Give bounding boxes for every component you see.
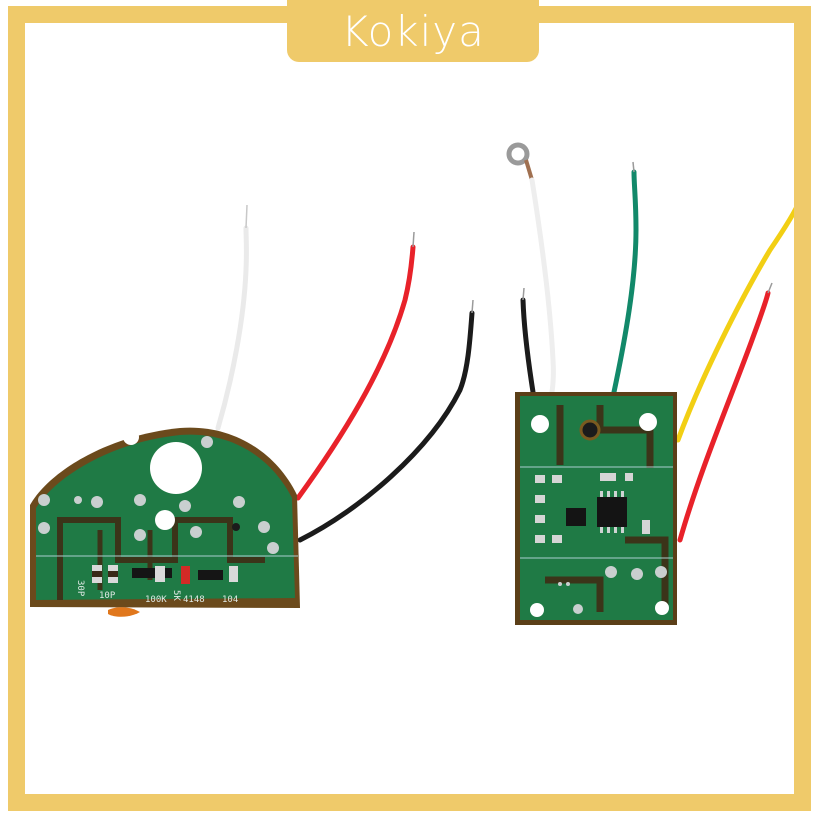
black-wire <box>520 297 536 395</box>
green-wire <box>611 169 639 395</box>
brand-banner: Kokiya <box>287 0 539 62</box>
svg-text:104: 104 <box>222 595 238 605</box>
left-board-pcb: 30P 10P 100K 5K 4148 104 <box>30 427 300 617</box>
svg-text:4148: 4148 <box>183 595 205 605</box>
white-wire <box>215 225 249 431</box>
svg-text:5K: 5K <box>171 590 181 601</box>
svg-text:100K: 100K <box>145 595 167 605</box>
white-wire <box>529 177 556 395</box>
image-border-frame <box>8 6 811 811</box>
red-wire <box>295 244 416 501</box>
yellow-wire <box>675 197 803 443</box>
svg-text:10P: 10P <box>99 591 116 601</box>
svg-text:30P: 30P <box>75 580 85 597</box>
brand-name: Kokiya <box>341 6 485 56</box>
black-wire <box>297 310 475 543</box>
left-board-wires <box>215 204 475 543</box>
ring-terminal <box>506 142 530 166</box>
right-board-wires <box>506 142 803 543</box>
right-board-pcb <box>515 392 677 625</box>
red-wire <box>677 290 771 543</box>
